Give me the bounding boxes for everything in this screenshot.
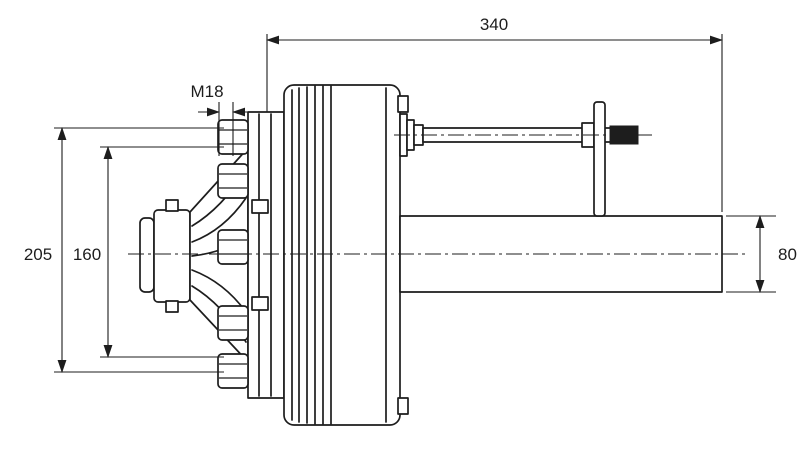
wheel-nut-4 [217, 305, 249, 341]
wheel-flange [247, 111, 285, 399]
dim-hub-height: 205 [24, 126, 224, 374]
drum-outline [283, 84, 401, 426]
wheel-nut-5 [217, 353, 249, 389]
dim-label-340: 340 [480, 15, 508, 34]
backing-tab-bottom [397, 397, 409, 415]
dim-tube-size: 80 [726, 214, 797, 294]
dim-label-m18: M18 [190, 82, 223, 101]
centerlines [128, 134, 748, 255]
brake-drum [283, 84, 409, 426]
hub-cap-bolt-top [165, 199, 179, 212]
wheel-nut-2 [217, 163, 249, 199]
small-bolt-lower [251, 296, 269, 311]
dim-overall-length: 340 [265, 15, 724, 212]
dim-bolt-circle: 160 [73, 145, 224, 359]
dim-thread: M18 [190, 82, 254, 156]
lever-bar [593, 101, 606, 217]
small-bolt-upper [251, 199, 269, 214]
dim-label-80: 80 [778, 245, 797, 264]
dim-label-160: 160 [73, 245, 101, 264]
brake-rod-assembly [399, 101, 639, 217]
hub-cap-bolt-bottom [165, 300, 179, 313]
hub-cap-body [153, 209, 191, 303]
hub-cap-face [139, 217, 155, 293]
flange-plate [247, 111, 285, 399]
wheel-nut-3 [217, 229, 249, 265]
hub-cap [139, 199, 191, 313]
dim-label-205: 205 [24, 245, 52, 264]
spoke-line [191, 197, 247, 243]
backing-tab-top [397, 95, 409, 113]
